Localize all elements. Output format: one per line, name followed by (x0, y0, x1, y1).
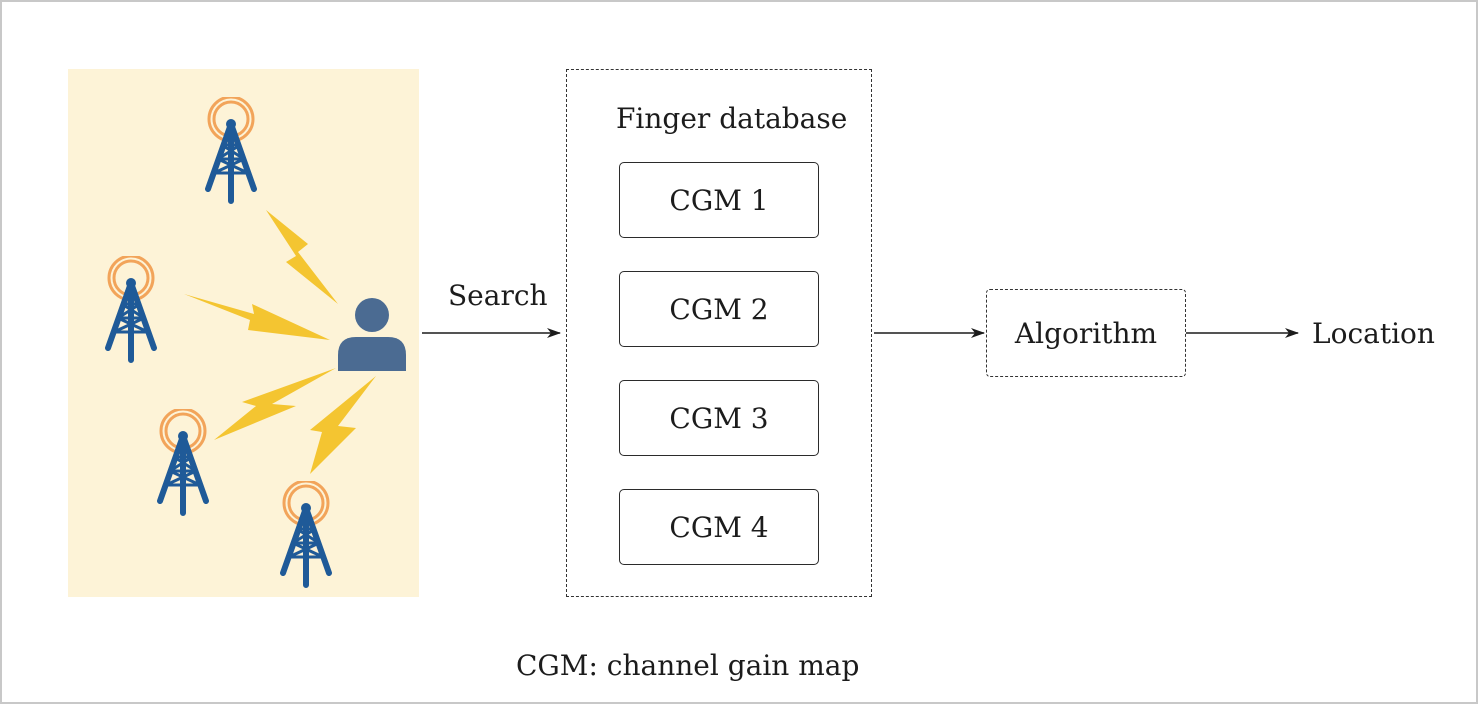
tower-icon (205, 97, 257, 204)
cgm-item: CGM 1 (619, 162, 819, 238)
search-label: Search (448, 279, 548, 312)
database-title: Finger database (616, 102, 848, 135)
footnote: CGM: channel gain map (516, 649, 860, 682)
tower-icon (157, 409, 209, 516)
location-label: Location (1312, 317, 1435, 350)
lightning-bolt-icon (184, 294, 330, 340)
lightning-bolt-icon (214, 368, 336, 440)
tower-icon (280, 481, 332, 588)
tower-icon (105, 256, 157, 363)
cgm-item: CGM 3 (619, 380, 819, 456)
lightning-bolt-icon (310, 376, 376, 474)
cgm-item: CGM 2 (619, 271, 819, 347)
cgm-item: CGM 4 (619, 489, 819, 565)
algorithm-box: Algorithm (986, 289, 1186, 377)
user-icon (338, 298, 406, 371)
finger-database-box (566, 69, 872, 597)
lightning-bolt-icon (266, 210, 338, 304)
